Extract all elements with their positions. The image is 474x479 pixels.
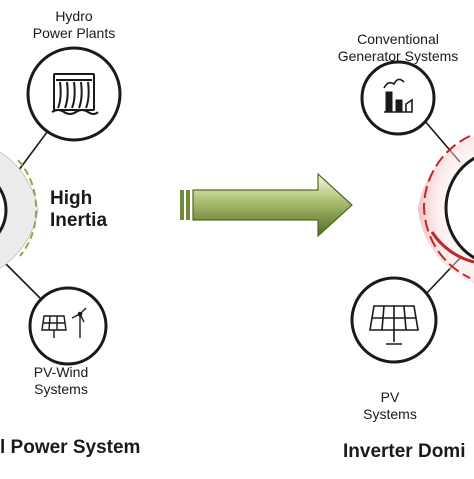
right-hub-circle	[444, 156, 474, 260]
right-system-caption: Inverter Domi	[343, 441, 466, 462]
conventional-label: Conventional Generator Systems	[320, 31, 474, 64]
pv-label-line-2: Systems	[363, 405, 417, 422]
left-system-caption: l Power System	[0, 437, 141, 458]
high-inertia-label: High Inertia	[50, 188, 107, 233]
arrow-body	[192, 172, 353, 238]
pv-label: PV Systems	[350, 389, 430, 422]
conventional-node	[360, 60, 436, 136]
pv-wind-label-line-2: Systems	[34, 380, 88, 397]
right-red-solid-arc	[430, 231, 474, 264]
factory-icon	[383, 78, 413, 113]
pv-wind-label-line-1: PV-Wind	[33, 364, 89, 380]
high-inertia-line-2: Inertia	[50, 210, 108, 232]
dam-icon	[51, 73, 99, 115]
transition-arrow	[180, 172, 353, 238]
solar-wind-icon	[41, 307, 87, 338]
right-red-dashed-arc	[422, 135, 471, 279]
pv-label-line-1: PV	[380, 389, 400, 405]
left-system	[0, 46, 122, 366]
arrow-stripe-1	[180, 190, 184, 220]
pv-node	[350, 276, 438, 364]
conventional-label-line-2: Generator Systems	[337, 47, 459, 64]
left-hub-circle	[0, 186, 8, 234]
pv-wind-label: PV-Wind Systems	[16, 364, 106, 397]
hydro-label-line-1: Hydro	[55, 8, 93, 24]
pv-wind-node	[28, 286, 108, 366]
left-green-dashed-arc	[17, 159, 38, 257]
hydro-node	[26, 46, 122, 142]
conventional-circle	[360, 60, 436, 136]
arrow-stripe-2	[186, 190, 190, 220]
hydro-label: Hydro Power Plants	[24, 8, 124, 41]
solar-panel-icon	[369, 305, 419, 345]
right-system	[350, 60, 474, 364]
hydro-label-line-2: Power Plants	[32, 24, 116, 41]
pv-wind-circle	[28, 286, 108, 366]
left-inertia-ring	[0, 151, 39, 269]
conventional-label-line-1: Conventional	[357, 31, 439, 47]
high-inertia-line-1: High	[50, 188, 93, 209]
